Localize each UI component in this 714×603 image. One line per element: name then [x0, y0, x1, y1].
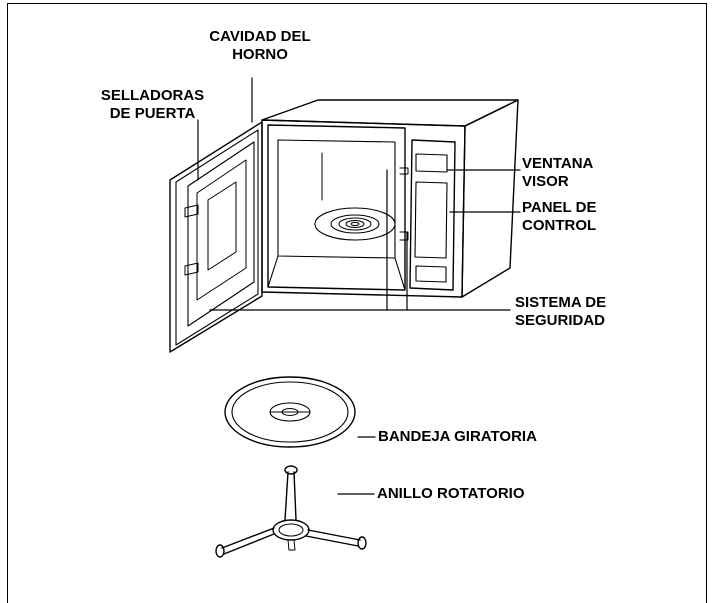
leader-lines: [197, 77, 521, 495]
label-door-seals-line2: DE PUERTA: [109, 105, 196, 122]
label-control-panel-line1: PANEL DE: [522, 199, 597, 216]
roller-ring: [215, 465, 367, 558]
label-control-panel: PANEL DE CONTROL: [522, 199, 596, 235]
label-roller-ring: ANILLO ROTATORIO: [377, 485, 525, 502]
label-oven-cavity-line2: HORNO: [232, 46, 288, 63]
label-oven-cavity: CAVIDAD DEL HORNO: [185, 28, 335, 64]
label-oven-cavity-line1: CAVIDAD DEL: [209, 28, 311, 45]
label-safety-system-line1: SISTEMA DE: [515, 294, 607, 311]
label-door-seals: SELLADORAS DE PUERTA: [85, 87, 220, 123]
label-control-panel-line2: CONTROL: [522, 217, 597, 234]
diagram-frame: [7, 3, 707, 603]
turntable-tray: [224, 376, 356, 448]
label-viewing-window-line2: VISOR: [522, 173, 569, 190]
label-door-seals-line1: SELLADORAS: [100, 87, 205, 104]
microwave-oven: [261, 99, 519, 298]
label-safety-system: SISTEMA DE SEGURIDAD: [515, 294, 606, 330]
oven-door: [169, 121, 263, 353]
label-turntable: BANDEJA GIRATORIA: [378, 428, 537, 445]
label-viewing-window-line1: VENTANA: [522, 155, 594, 172]
label-viewing-window: VENTANA VISOR: [522, 155, 593, 191]
label-safety-system-line2: SEGURIDAD: [515, 312, 606, 329]
